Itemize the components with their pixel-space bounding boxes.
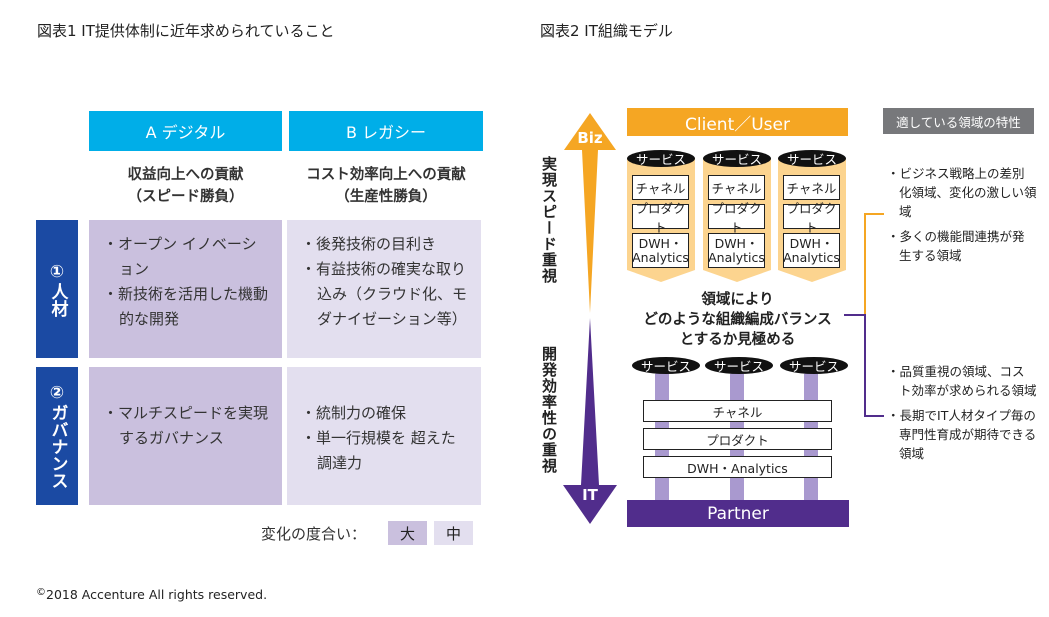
legend-label: 変化の度合い：	[261, 525, 367, 543]
list-item: 有益技術の確実な取り込み（クラウド化、モダナイゼーション等）	[301, 257, 469, 332]
service-pill: サービス	[778, 150, 846, 167]
layer-channel-shared: チャネル	[643, 400, 832, 422]
side-panel-header: 適している領域の特性	[883, 108, 1034, 134]
it-arrow-down-icon	[563, 318, 617, 524]
list-item: マルチスピードを実現するガバナンス	[103, 401, 270, 451]
column-header-legacy: B レガシー	[289, 111, 483, 151]
layer-dwh: DWH・Analytics	[708, 233, 765, 268]
cell-talent-digital: オープン イノベーション 新技術を活用した機動的な開発	[89, 220, 282, 358]
side-list-biz: ビジネス戦略上の差別化領域、変化の激しい領域 多くの機能間連携が発生する領域	[887, 164, 1037, 271]
figure1-title: 図表1 IT提供体制に近年求められていること	[37, 22, 335, 40]
row-header-governance: ② ガバナンス	[36, 367, 78, 505]
row-number: ①	[49, 261, 65, 282]
service-pill: サービス	[780, 357, 848, 374]
layer-product: プロダクト	[708, 201, 765, 235]
list-item: 長期でIT人材タイプ毎の専門性育成が期待できる領域	[887, 406, 1037, 463]
copyright-text: 2018 Accenture All rights reserved.	[46, 587, 268, 602]
layer-product: プロダクト	[783, 201, 840, 235]
center-message: 領域により どのような組織編成バランス とするか見極める	[630, 290, 845, 350]
layer-dwh: DWH・Analytics	[632, 233, 689, 268]
efficiency-caption: 開発効率性の重視	[540, 346, 558, 474]
figure2-title: 図表2 IT組織モデル	[540, 22, 673, 40]
speed-caption: 実現スピード重視	[540, 156, 558, 284]
center-line: とするか見極める	[679, 332, 796, 348]
subtitle-line: （生産性勝負）	[335, 189, 437, 205]
biz-bracket	[844, 213, 884, 316]
layer-channel: チャネル	[708, 175, 765, 200]
cell-governance-digital: マルチスピードを実現するガバナンス	[89, 367, 282, 505]
layer-product-shared: プロダクト	[643, 428, 832, 450]
center-line: 領域により	[701, 292, 774, 308]
biz-arrow-up-icon	[564, 113, 616, 313]
copyright: ©2018 Accenture All rights reserved.	[36, 587, 267, 602]
it-label: IT	[582, 486, 598, 504]
list-item: 品質重視の領域、コスト効率が求められる領域	[887, 362, 1037, 400]
layer-channel: チャネル	[783, 175, 840, 200]
biz-label: Biz	[577, 129, 603, 147]
axis-arrows	[563, 113, 617, 524]
list-item: 単一行規模を 超えた調達力	[301, 426, 469, 476]
service-pill: サービス	[627, 150, 695, 167]
list-item: ビジネス戦略上の差別化領域、変化の激しい領域	[887, 164, 1037, 221]
service-pill: サービス	[705, 357, 773, 374]
upper-pillar: サービス チャネル プロダクト DWH・Analytics	[703, 150, 771, 282]
list-item: 後発技術の目利き	[301, 232, 469, 257]
subtitle-line: コスト効率向上への貢献	[306, 167, 466, 183]
upper-pillar: サービス チャネル プロダクト DWH・Analytics	[778, 150, 846, 282]
legend-medium: 中	[434, 521, 473, 545]
subtitle-line: （スピード勝負）	[127, 189, 244, 205]
layer-product: プロダクト	[632, 201, 689, 235]
partner-bar: Partner	[627, 500, 849, 527]
column-subtitle-digital: 収益向上への貢献 （スピード勝負）	[89, 164, 282, 208]
it-bracket	[844, 314, 884, 417]
row-label: ガバナンス	[47, 404, 68, 489]
column-subtitle-legacy: コスト効率向上への貢献 （生産性勝負）	[289, 164, 483, 208]
list-item: 統制力の確保	[301, 401, 469, 426]
center-line: どのような組織編成バランス	[643, 312, 832, 328]
layer-dwh: DWH・Analytics	[783, 233, 840, 268]
layer-channel: チャネル	[632, 175, 689, 200]
upper-pillar: サービス チャネル プロダクト DWH・Analytics	[627, 150, 695, 282]
cell-governance-legacy: 統制力の確保 単一行規模を 超えた調達力	[287, 367, 481, 505]
subtitle-line: 収益向上への貢献	[127, 167, 244, 183]
list-item: 多くの機能間連携が発生する領域	[887, 227, 1037, 265]
row-label: 人材	[47, 282, 68, 317]
client-user-bar: Client／User	[627, 108, 848, 136]
row-number: ②	[49, 383, 65, 403]
list-item: 新技術を活用した機動的な開発	[103, 282, 270, 332]
cell-talent-legacy: 後発技術の目利き 有益技術の確実な取り込み（クラウド化、モダナイゼーション等）	[287, 220, 481, 358]
layer-dwh-shared: DWH・Analytics	[643, 456, 832, 478]
list-item: オープン イノベーション	[103, 232, 270, 282]
copyright-icon: ©	[36, 587, 46, 598]
service-pill: サービス	[632, 357, 700, 374]
row-header-talent: ① 人材	[36, 220, 78, 358]
side-list-it: 品質重視の領域、コスト効率が求められる領域 長期でIT人材タイプ毎の専門性育成が…	[887, 362, 1037, 469]
service-pill: サービス	[703, 150, 771, 167]
legend-large: 大	[388, 521, 427, 545]
column-header-digital: A デジタル	[89, 111, 282, 151]
bracket-connectors	[844, 213, 884, 417]
